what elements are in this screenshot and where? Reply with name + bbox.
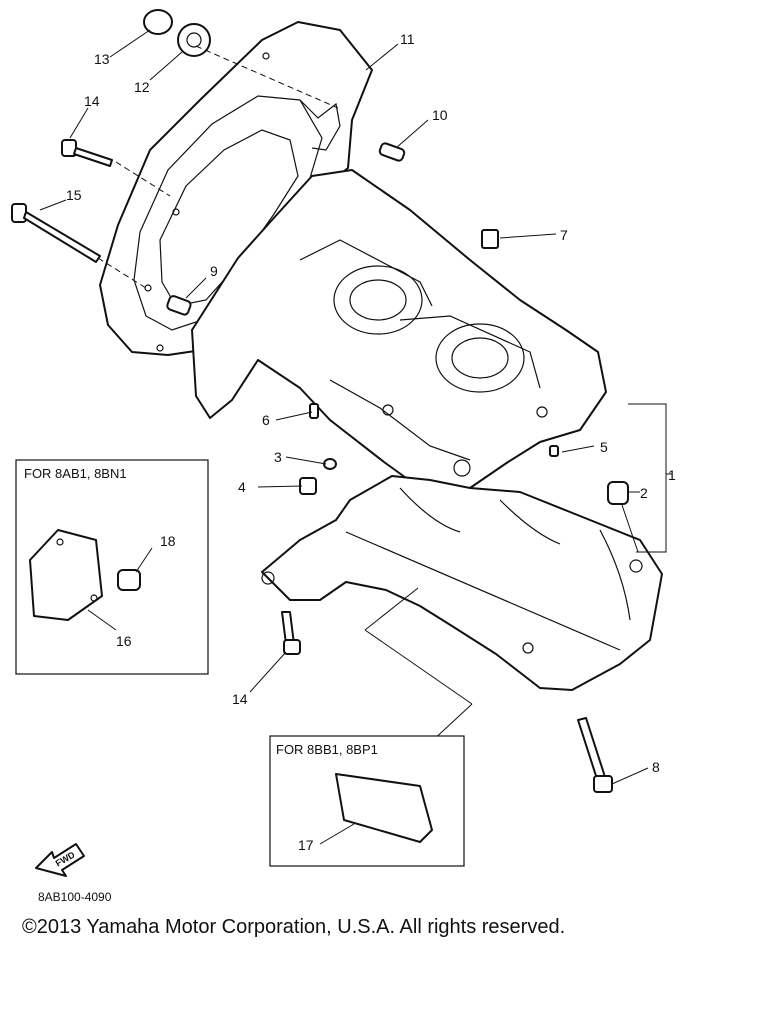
inset-a-title: FOR 8AB1, 8BN1 [24,466,127,481]
inset-b-title: FOR 8BB1, 8BP1 [276,742,378,757]
callout-15: 15 [66,187,82,203]
callout-11: 11 [400,31,415,47]
upper-crankcase [191,169,607,489]
pin-5 [549,445,559,457]
callout-labels: 1 2 3 4 5 6 7 8 9 10 11 12 13 14 14 15 [66,31,676,775]
callout-7: 7 [560,227,568,243]
cap-2 [607,481,629,505]
callout-4: 4 [238,479,246,495]
bolt-14-lower [281,611,301,655]
callout-1: 1 [668,467,676,483]
stud-7 [481,229,499,249]
bolt-15 [11,203,101,263]
bearing-12 [177,23,211,57]
callout-12: 12 [134,79,150,95]
callout-14-upper: 14 [84,93,100,109]
dowel-pin-10 [378,142,406,162]
callout-13: 13 [94,51,110,67]
callout-18: 18 [160,533,176,549]
cover-plate-16 [29,529,103,621]
lower-crankcase [261,475,663,691]
bolt-8 [577,717,613,793]
callout-3: 3 [274,449,282,465]
callout-10: 10 [432,107,448,123]
callout-2: 2 [640,485,648,501]
nut-18 [117,569,141,591]
callout-17: 17 [298,837,314,853]
plate-17 [335,773,433,843]
callout-5: 5 [600,439,608,455]
pin-6 [309,403,319,419]
fwd-arrow-icon: FWD [35,843,85,877]
callout-16: 16 [116,633,132,649]
callout-6: 6 [262,412,270,428]
callout-14-lower: 14 [232,691,248,707]
inset-8bb1-8bp1: FOR 8BB1, 8BP1 17 [269,735,465,867]
callout-8: 8 [652,759,660,775]
copyright-notice: ©2013 Yamaha Motor Corporation, U.S.A. A… [22,916,566,938]
bolt-14-upper [61,139,113,167]
inset-8ab1-8bn1: FOR 8AB1, 8BN1 16 18 [15,459,209,675]
seal-ring-13 [143,9,173,35]
bolt-4 [299,477,317,495]
diagram-reference-code: 8AB100-4090 [38,890,112,904]
dowel-9 [166,295,192,316]
callout-9: 9 [210,263,218,279]
